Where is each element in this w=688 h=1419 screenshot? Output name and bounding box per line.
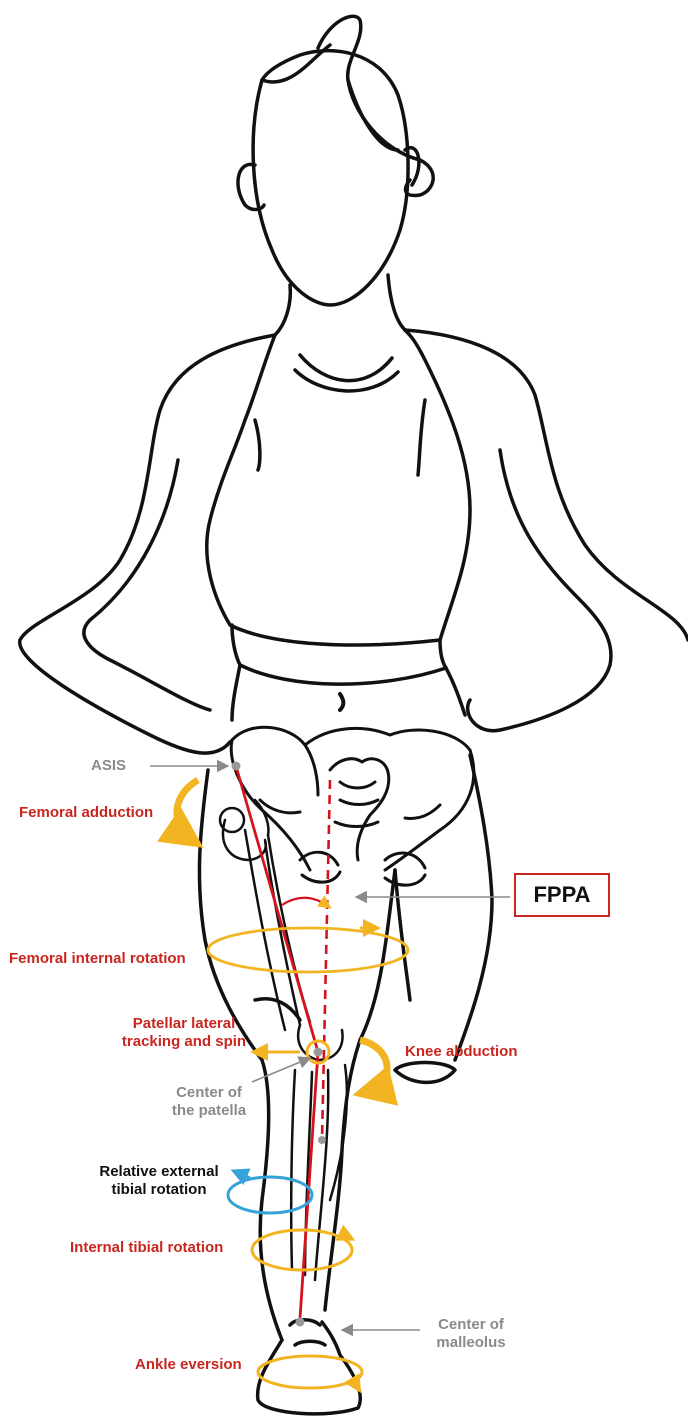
left-ear: [238, 164, 264, 209]
internal-tibial-rotation-label: Internal tibial rotation: [70, 1239, 223, 1257]
center-patella-line-1: Center of: [154, 1084, 264, 1102]
neck: [275, 285, 290, 335]
relative-external-line-2: tibial rotation: [84, 1181, 234, 1199]
fppa-label: FPPA: [533, 882, 590, 908]
fppa-angle-arc: [282, 898, 328, 906]
femoral-internal-rotation-label: Femoral internal rotation: [9, 950, 186, 968]
internal-tibial-rotation-ellipse: [252, 1230, 352, 1270]
relative-external-tibial-rotation-ellipse: [228, 1177, 312, 1213]
ankle-eversion-ellipse: [258, 1356, 362, 1388]
femoral-axis-line: [236, 766, 318, 1052]
patellar-tracking-label: Patellar lateral tracking and spin: [104, 1015, 264, 1051]
raised-leg: [455, 755, 492, 1060]
asis-label: ASIS: [91, 757, 126, 775]
ankle-eversion-label: Ankle eversion: [135, 1356, 242, 1374]
right-arm: [405, 330, 688, 640]
relative-external-tibial-rotation-label: Relative external tibial rotation: [84, 1163, 234, 1199]
femoral-internal-rotation-ellipse: [208, 928, 408, 972]
patellar-tracking-line-1: Patellar lateral: [104, 1015, 264, 1033]
ponytail: [318, 16, 433, 195]
knee-abduction-arrow: [360, 1040, 387, 1092]
head: [253, 51, 408, 305]
fppa-box: FPPA: [514, 873, 610, 917]
center-patella-line-2: the patella: [154, 1102, 264, 1120]
femoral-adduction-label: Femoral adduction: [19, 804, 153, 822]
shoe: [258, 1322, 361, 1414]
malleolus-point: [296, 1318, 305, 1327]
patellar-tracking-line-2: tracking and spin: [104, 1033, 264, 1051]
waist: [240, 665, 446, 684]
patella-center-point: [314, 1048, 323, 1057]
asis-point: [232, 762, 241, 771]
tibia-point: [318, 1136, 326, 1144]
tank-top: [207, 330, 470, 645]
relative-external-line-1: Relative external: [84, 1163, 234, 1181]
center-malleolus-line-1: Center of: [416, 1316, 526, 1334]
tibia: [291, 1065, 347, 1280]
figure-outline: [20, 16, 688, 1414]
center-malleolus-line-2: malleolus: [416, 1334, 526, 1352]
center-malleolus-label: Center of malleolus: [416, 1316, 526, 1352]
center-patella-label: Center of the patella: [154, 1084, 264, 1120]
femoral-adduction-arrow: [177, 780, 198, 840]
knee-abduction-label: Knee abduction: [405, 1043, 518, 1061]
neckline: [300, 355, 392, 381]
